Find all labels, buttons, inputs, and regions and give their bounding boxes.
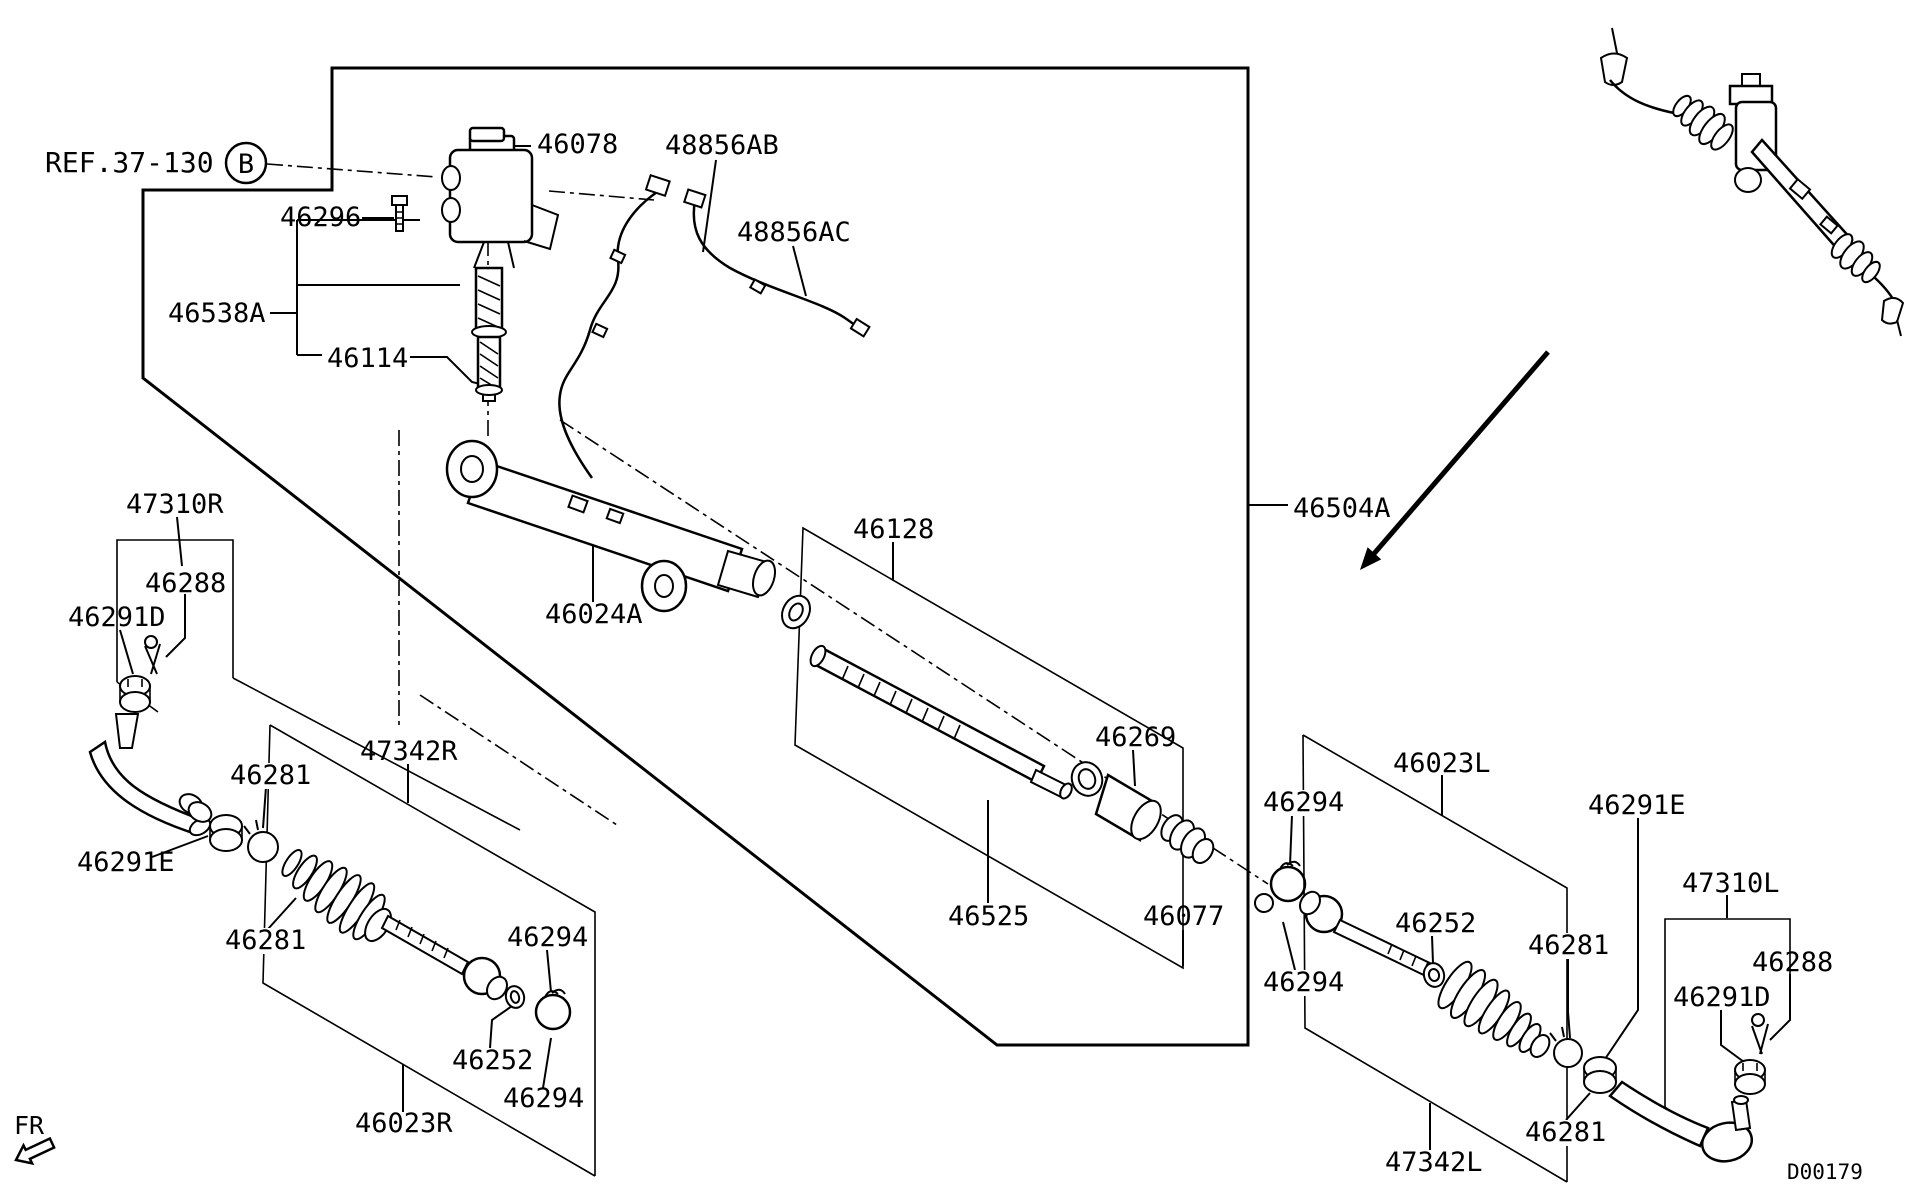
castle-nut-46291D-right: [1734, 1059, 1766, 1095]
inner-tie-rod-right: [1299, 890, 1438, 980]
callout-labels: REF.37-130 B 46078 48856AB 48856AC 46296…: [14, 129, 1863, 1184]
group-box-46023L: [1302, 734, 1568, 1183]
assembled-steering-gear-view: [1599, 27, 1905, 337]
bellows-47342R: [281, 849, 392, 943]
label-46281-right-clamp: 46281: [1528, 930, 1609, 961]
wire-clamp-46294-right: [1254, 860, 1307, 913]
direction-arrow: [1360, 350, 1550, 570]
label-46128: 46128: [853, 514, 934, 545]
rack-end-ring: [1070, 761, 1104, 797]
bellows-cap-46077: [1160, 814, 1215, 865]
label-46023R: 46023R: [355, 1108, 453, 1139]
nut-46291E-left: [209, 814, 243, 852]
label-48856AC: 48856AC: [737, 217, 851, 248]
label-46504A: 46504A: [1293, 493, 1391, 524]
cotter-pin-46288-right: [1751, 1013, 1769, 1055]
label-46023L: 46023L: [1393, 748, 1491, 779]
washer-46114: [475, 384, 503, 396]
label-47310R: 47310R: [126, 489, 224, 520]
label-48856AB: 48856AB: [665, 130, 779, 161]
label-46291E-right: 46291E: [1588, 790, 1686, 821]
housing-seal-ring: [781, 594, 811, 630]
group-box-47342R: [262, 724, 596, 1177]
label-46024A: 46024A: [545, 599, 643, 630]
main-group-border: [141, 66, 1288, 1047]
rack-housing-46024A: [445, 439, 777, 613]
label-46294-left-upper: 46294: [507, 922, 588, 953]
group-box-46128: [794, 526, 1184, 970]
label-47310L: 47310L: [1682, 868, 1780, 899]
washer-left: [178, 793, 213, 823]
ring-46252-left: [504, 985, 526, 1009]
tie-rod-end-47310L: [1608, 1080, 1754, 1163]
label-ref-detail-b: B: [238, 149, 254, 180]
label-46269: 46269: [1095, 722, 1176, 753]
ref-detail-circle: [224, 141, 268, 185]
front-direction-arrow: [14, 1136, 56, 1166]
leader-lines: [119, 145, 1791, 1150]
label-46252-right: 46252: [1395, 908, 1476, 939]
boot-clamp-46281-left: [243, 819, 279, 863]
label-46294-left-lower: 46294: [503, 1083, 584, 1114]
pressure-hoses-48856: [558, 173, 871, 479]
rack-bar-46128: [809, 644, 1073, 800]
label-46538A: 46538A: [168, 298, 266, 329]
pinion-shaft-46538A: [471, 266, 507, 402]
label-47342R: 47342R: [360, 736, 458, 767]
label-46296: 46296: [280, 202, 361, 233]
label-46281-right-nut: 46281: [1525, 1117, 1606, 1148]
bolt-46296: [391, 195, 408, 232]
label-46288-left: 46288: [145, 568, 226, 599]
cotter-pin-46288-left: [144, 635, 161, 675]
label-46525: 46525: [948, 901, 1029, 932]
label-46291D-left: 46291D: [68, 602, 166, 633]
castle-nut-46291D-left: [119, 675, 151, 713]
label-46291E-left: 46291E: [77, 847, 175, 878]
label-46114: 46114: [327, 343, 408, 374]
label-46294-right-lower: 46294: [1263, 967, 1344, 998]
label-ref-37-130: REF.37-130: [45, 146, 214, 179]
label-46078: 46078: [537, 129, 618, 160]
label-46077: 46077: [1143, 901, 1224, 932]
label-46281-left-clamp: 46281: [230, 760, 311, 791]
inner-tie-rod-left: [380, 914, 508, 1001]
label-fr: FR: [14, 1111, 45, 1140]
label-46288-right: 46288: [1752, 947, 1833, 978]
wire-clamp-46294-left: [534, 988, 572, 1031]
label-46252-left: 46252: [452, 1045, 533, 1076]
ring-46252-right: [1422, 962, 1446, 988]
cap-46078: [468, 126, 506, 143]
label-47342L: 47342L: [1385, 1147, 1483, 1178]
label-46291D-right: 46291D: [1673, 982, 1771, 1013]
boot-clamp-46281-right: [1549, 1026, 1583, 1068]
label-backgrounds: [219, 763, 1612, 1146]
label-diagram-code: D00179: [1787, 1160, 1863, 1184]
label-46294-right-upper: 46294: [1263, 787, 1344, 818]
bellows-47342L: [1437, 960, 1551, 1058]
nut-46281-right: [1583, 1056, 1617, 1094]
rack-stopper-46269: [1094, 773, 1162, 842]
label-46281-left-boot: 46281: [225, 925, 306, 956]
